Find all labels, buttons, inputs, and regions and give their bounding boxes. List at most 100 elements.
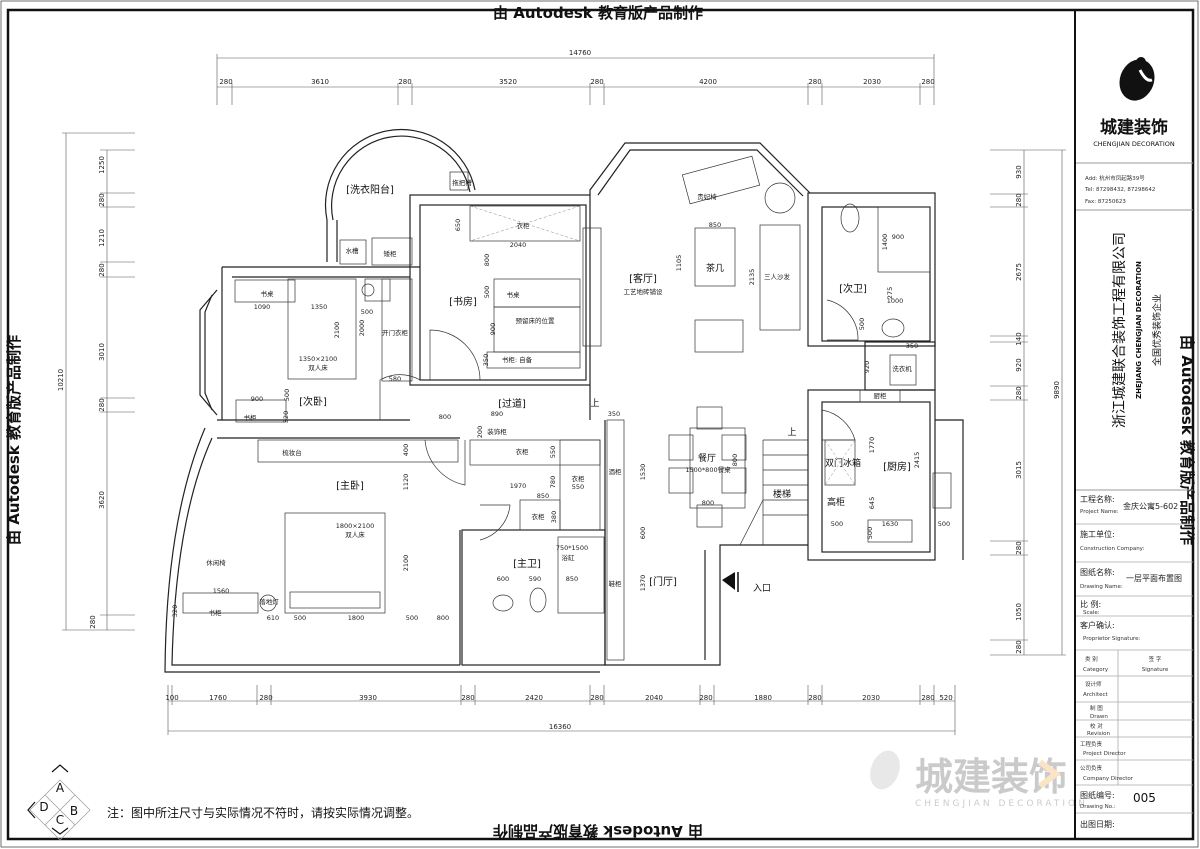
- dim-label: 320: [171, 605, 179, 617]
- dim-label: 900: [489, 323, 497, 335]
- dim-bottom: 2040: [645, 694, 663, 702]
- row-drawing-no-label: 图纸编号:: [1080, 790, 1115, 800]
- dim-label: 2040: [510, 241, 527, 249]
- company-slogan: 全国优秀装饰企业: [1151, 294, 1163, 366]
- dim-label: 380: [550, 511, 558, 523]
- dim-left: 1250: [98, 156, 106, 174]
- dim-right: 140: [1015, 332, 1023, 345]
- company-name-en: ZHEJIANG CHENGJIAN DECORATION: [1135, 261, 1143, 399]
- dim-left: 280: [98, 263, 106, 276]
- dim-bottom: 280: [808, 694, 821, 702]
- furniture-label: 装饰柜: [487, 427, 507, 436]
- drawing-note: 注：图中所注尺寸与实际情况不符时，请按实际情况调整。: [107, 805, 419, 820]
- bottom-dimensions: 100 1760 280 3930 280 2420 280 2040 280 …: [165, 685, 956, 735]
- row-project-director-label: 工程负责: [1080, 740, 1103, 748]
- row-project-name-label-en: Project Name:: [1080, 509, 1119, 515]
- furniture-label: 1500*800餐桌: [685, 465, 731, 474]
- dim-right: 280: [1015, 193, 1023, 206]
- dim-top: 280: [808, 78, 821, 86]
- furniture-label: 贵妃椅: [697, 192, 717, 201]
- dim-label: 2100: [402, 555, 410, 572]
- furniture-label: 休闲椅: [206, 558, 226, 567]
- dim-label: 500: [294, 614, 306, 622]
- title-block: 城建装饰 CHENGJIAN DECORATION Add: 杭州市凤起路39号…: [1076, 57, 1193, 829]
- dim-bottom: 280: [699, 694, 712, 702]
- dim-label: 645: [868, 497, 876, 509]
- right-dimensions: 930 280 2675 140 920 280 3015 280 1050 2…: [990, 149, 1066, 656]
- compass-a: A: [56, 781, 65, 795]
- room-laundry-balcony: [洗衣阳台]: [346, 183, 394, 196]
- dim-label: 1105: [675, 255, 683, 272]
- compass-d: D: [39, 800, 48, 814]
- company-name-cn: 浙江城建联合装饰工程有限公司: [1112, 232, 1128, 428]
- furniture-label: 双人床: [308, 363, 328, 372]
- row-scale-label: 比 例:: [1080, 599, 1101, 609]
- dim-label: 500: [483, 286, 491, 298]
- compass-c: C: [56, 813, 64, 827]
- room-dining: 餐厅: [698, 452, 716, 464]
- dim-label: 900: [892, 233, 904, 241]
- dim-label: 580: [389, 375, 401, 383]
- room-second-bedroom: [次卧]: [299, 395, 327, 408]
- dim-label: 500: [858, 318, 866, 330]
- row-drawing-name-label: 图纸名称:: [1080, 567, 1115, 577]
- dim-bottom: 280: [921, 694, 934, 702]
- furniture-label: 洗衣机: [892, 364, 912, 373]
- dim-right: 920: [1015, 358, 1023, 371]
- dim-label: 590: [529, 575, 541, 583]
- dim-label: 600: [639, 527, 647, 539]
- dim-label: 1000: [887, 297, 904, 305]
- dim-bottom: 280: [590, 694, 603, 702]
- row-architect-label-en: Architect: [1083, 692, 1109, 698]
- dim-label: 1350: [311, 303, 328, 311]
- room-living: [客厅]: [629, 272, 657, 285]
- row-category-label-en: Category: [1083, 667, 1109, 673]
- stairs-label: 楼梯: [773, 488, 791, 500]
- dim-right: 280: [1015, 541, 1023, 554]
- furniture-label: 书桌: [507, 290, 521, 299]
- dim-label: 500: [361, 308, 373, 316]
- dim-label: 1770: [868, 437, 876, 454]
- chaise-shape: [681, 155, 761, 205]
- large-bed: [284, 512, 386, 614]
- row-construction-label-en: Construction Company:: [1080, 546, 1145, 552]
- left-dimensions: 1250 280 1210 280 3010 280 3620 280 1021…: [57, 132, 135, 631]
- drawing-frame: [6, 8, 1195, 841]
- row-revision-label-en: Revision: [1087, 731, 1110, 737]
- dim-label: 2100: [333, 322, 341, 339]
- furniture-label: 双人床: [345, 530, 365, 539]
- stairs-up-label: 上: [787, 427, 796, 438]
- dim-bottom: 2030: [862, 694, 880, 702]
- room-master-bath: [主卫]: [513, 558, 541, 570]
- dim-label: 600: [497, 575, 509, 583]
- furniture-label: 拖把槽: [452, 178, 472, 187]
- dim-top: 280: [921, 78, 934, 86]
- furniture-labels: 拖把槽 衣柜 水槽 矮柜 书桌 开门衣柜 书桌 预留床的位置 书柜: 自备 13…: [206, 178, 912, 617]
- furniture-label: 1800×2100: [336, 522, 375, 530]
- dim-bottom: 280: [259, 694, 272, 702]
- company-address: Add: 杭州市凤起路39号: [1085, 174, 1145, 182]
- mop-sink-shape: [449, 171, 469, 191]
- furniture-label: 衣柜: [517, 221, 531, 230]
- dim-label: 2415: [913, 452, 921, 469]
- row-revision-label: 校 对: [1090, 722, 1103, 730]
- dim-label: 2135: [748, 269, 756, 286]
- row-company-director-label-en: Company Director: [1083, 776, 1134, 782]
- dim-label: 850: [566, 575, 578, 583]
- compass-b: B: [70, 804, 78, 818]
- room-kitchen: [厨房]: [883, 460, 911, 473]
- dim-label: 550: [549, 446, 557, 458]
- dim-right: 280: [1015, 386, 1023, 399]
- sofa-shape: [759, 224, 801, 331]
- dim-left-total: 10210: [57, 369, 65, 391]
- dim-bottom: 1760: [209, 694, 227, 702]
- dim-label: 900: [251, 395, 263, 403]
- dim-label: 800: [702, 499, 714, 507]
- dim-right: 280: [1015, 640, 1023, 653]
- small-bed: [287, 278, 357, 380]
- dim-label: 1970: [510, 482, 527, 490]
- inner-dimensions: 650 2040 800 1090 1350 500 2100 2000 500…: [171, 219, 950, 622]
- study-wardrobe: [469, 205, 581, 242]
- dim-label: 350: [608, 410, 620, 418]
